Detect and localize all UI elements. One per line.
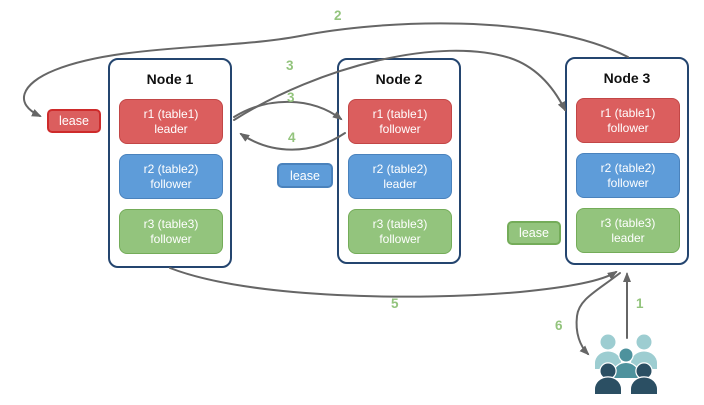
node-2: Node 2 r1 (table1) follower r2 (table2) … (337, 58, 461, 264)
replica-name: r2 (table2) (600, 160, 656, 175)
step-label-3a: 3 (286, 58, 294, 73)
arrow-step-5-node1-to-node3 (169, 267, 618, 298)
node-2-title: Node 2 (375, 71, 423, 87)
node-1-replica-r3: r3 (table3) follower (119, 209, 223, 254)
lease-badge-table2: lease (277, 163, 333, 188)
replica-name: r2 (table2) (372, 161, 428, 176)
replica-role: leader (611, 230, 645, 245)
step-label-3b: 3 (287, 90, 295, 105)
replica-name: r3 (table3) (372, 216, 428, 231)
step-label-1: 1 (636, 296, 644, 311)
lease-badge-table1: lease (47, 109, 101, 133)
node-3-title: Node 3 (603, 70, 651, 86)
node-3-replica-r2: r2 (table2) follower (576, 153, 680, 198)
replica-name: r3 (table3) (600, 215, 656, 230)
replica-name: r1 (table1) (372, 106, 428, 121)
node-1: Node 1 r1 (table1) leader r2 (table2) fo… (108, 58, 232, 268)
step-label-5: 5 (391, 296, 399, 311)
node-3: Node 3 r1 (table1) follower r2 (table2) … (565, 57, 689, 265)
node-2-replica-r2: r2 (table2) leader (348, 154, 452, 199)
replica-role: follower (607, 175, 649, 190)
step-label-2: 2 (334, 8, 342, 23)
users-dark-pair (593, 362, 659, 395)
replica-role: leader (154, 121, 188, 136)
replica-name: r2 (table2) (143, 161, 199, 176)
replica-role: leader (383, 176, 417, 191)
replica-role: follower (150, 176, 192, 191)
replica-role: follower (379, 231, 421, 246)
node-1-replica-r2: r2 (table2) follower (119, 154, 223, 199)
replica-name: r3 (table3) (143, 216, 199, 231)
node-1-title: Node 1 (146, 71, 194, 87)
node-3-replica-r3: r3 (table3) leader (576, 208, 680, 253)
user-mid (612, 347, 640, 380)
node-2-replica-r1: r1 (table1) follower (348, 99, 452, 144)
lease-badge-table3: lease (507, 221, 561, 245)
replica-role: follower (150, 231, 192, 246)
node-1-replica-r1: r1 (table1) leader (119, 99, 223, 144)
node-2-replica-r3: r3 (table3) follower (348, 209, 452, 254)
node-3-replica-r1: r1 (table1) follower (576, 98, 680, 143)
replica-role: follower (607, 120, 649, 135)
replica-role: follower (379, 121, 421, 136)
replica-name: r1 (table1) (143, 106, 199, 121)
step-label-4: 4 (288, 130, 296, 145)
replica-name: r1 (table1) (600, 105, 656, 120)
users-group-icon (593, 334, 659, 395)
step-label-6: 6 (555, 318, 563, 333)
